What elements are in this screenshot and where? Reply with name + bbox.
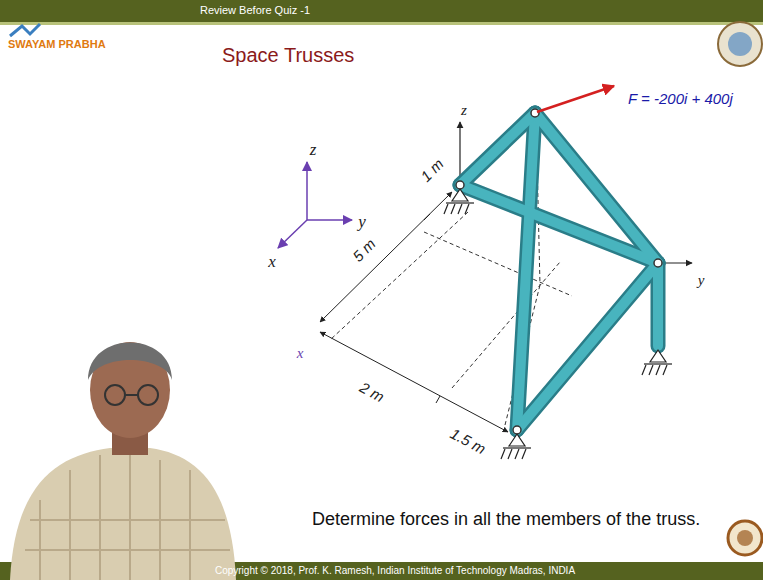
axis-label: z <box>461 102 467 119</box>
axis-triad <box>278 162 352 248</box>
dimension-label: 1 m <box>417 155 447 185</box>
institute-logo-bottom <box>728 521 762 555</box>
dimension-label: 2 m <box>357 379 387 406</box>
axis-label: z <box>310 140 317 160</box>
problem-statement: Determine forces in all the members of t… <box>312 509 700 530</box>
force-label: F = -200i + 400j <box>628 90 733 107</box>
pin-supports <box>444 189 672 459</box>
top-bar <box>0 0 763 22</box>
header-text: Review Before Quiz -1 <box>200 4 310 17</box>
copyright-text: Copyright © 2018, Prof. K. Ramesh, India… <box>215 565 575 577</box>
institute-logo-top <box>718 22 762 66</box>
top-bar-rule <box>0 22 763 25</box>
axis-label: y <box>698 272 705 289</box>
truss-members <box>460 113 658 430</box>
dimension-label: 5 m <box>349 235 379 265</box>
force-arrow <box>537 86 614 112</box>
presenter-figure <box>10 342 236 580</box>
channel-name: SWAYAM PRABHA <box>8 38 106 51</box>
truss-joints <box>456 109 662 434</box>
slide-title: Space Trusses <box>222 44 354 67</box>
dimension-lines <box>320 192 508 432</box>
axis-label: x <box>268 252 276 272</box>
dimension-label: 1.5 m <box>447 425 488 458</box>
axis-label: y <box>358 212 366 232</box>
channel-logo <box>10 24 40 36</box>
axis-label: x <box>297 345 304 362</box>
